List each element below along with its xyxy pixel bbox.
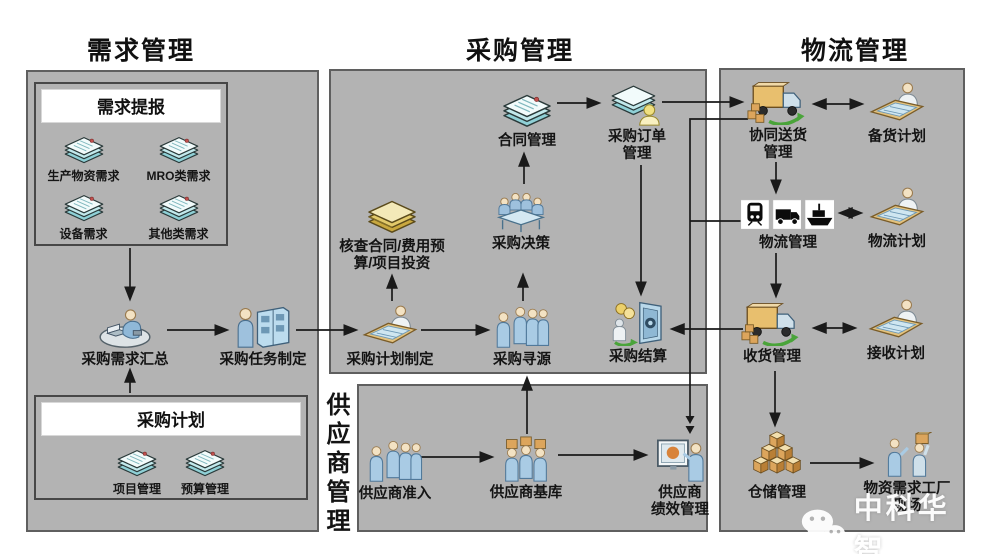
doc-stack-icon <box>59 186 109 224</box>
doc-stack-icon <box>112 441 162 479</box>
settlement-door-icon <box>606 300 670 346</box>
node-label: 仓储管理 <box>748 485 806 501</box>
node-contract: 合同管理 <box>467 84 587 150</box>
node-label: 备货计划 <box>868 129 926 145</box>
node-warehouse: 仓储管理 <box>717 430 837 502</box>
plan-table-icon <box>865 185 929 231</box>
node-demand-task: 采购任务制定 <box>203 303 323 369</box>
node-label: 采购任务制定 <box>219 352 307 368</box>
demand-item-label: MRO类需求 <box>146 169 211 183</box>
plan-item-budget: 预算管理 <box>180 441 230 497</box>
demand-plan-box: 采购计划 项目管理 预算管理 <box>34 395 308 500</box>
demand-submit-box-title: 需求提报 <box>41 89 221 123</box>
node-settlement: 采购结算 <box>578 300 698 366</box>
handover-icon <box>875 432 939 478</box>
node-label: 采购决策 <box>492 236 550 252</box>
node-supplier-entry: 供应商准入 <box>335 437 455 503</box>
node-label: 合同管理 <box>498 133 556 149</box>
demand-item-label: 其他类需求 <box>148 227 209 241</box>
node-label: 供应商基库 <box>489 485 563 501</box>
node-label: 供应商 绩效管理 <box>651 485 709 518</box>
ledger-books-icon <box>360 190 424 236</box>
watermark: 中科华智 <box>800 485 981 554</box>
plan-table-icon <box>358 303 422 349</box>
workstation-icon <box>93 303 157 349</box>
section-header-procurement: 采购管理 <box>465 37 574 65</box>
demand-item-label: 设备需求 <box>59 227 108 241</box>
node-label: 接收计划 <box>867 346 925 362</box>
node-supplier-performance: 供应商 绩效管理 <box>620 436 740 518</box>
order-docs-icon <box>605 80 669 126</box>
people-group-icon <box>490 303 554 349</box>
doc-stack-icon <box>180 441 230 479</box>
doc-stack-icon <box>154 128 204 166</box>
node-label: 采购结算 <box>609 349 667 365</box>
meeting-icon <box>489 187 553 233</box>
node-delivery: 协同送货 管理 <box>718 79 838 161</box>
transport-modes-icon <box>740 198 836 232</box>
demand-item-label: 生产物资需求 <box>47 169 120 183</box>
node-label: 协同送货 管理 <box>749 128 807 161</box>
doc-stack-icon <box>59 128 109 166</box>
node-label: 物流管理 <box>759 235 817 251</box>
node-receipt: 收货管理 <box>712 300 832 366</box>
demand-item-mro: MRO类需求 <box>131 128 226 184</box>
node-label: 采购订单 管理 <box>608 129 666 162</box>
node-decision: 采购决策 <box>461 187 581 253</box>
node-order: 采购订单 管理 <box>577 80 697 162</box>
demand-submit-box: 需求提报 生产物资需求 MRO类需求 设备需求 其他类需求 <box>34 82 228 246</box>
warehouse-boxes-icon <box>745 430 809 482</box>
watermark-text: 中科华智 <box>853 493 950 554</box>
node-label: 收货管理 <box>743 349 801 365</box>
node-stock-plan: 备货计划 <box>837 80 957 146</box>
wechat-icon <box>800 507 848 547</box>
cabinet-icon <box>231 303 295 349</box>
demand-item-production: 生产物资需求 <box>36 128 131 184</box>
supplier-side-label: 供应商管理 <box>322 392 349 537</box>
node-plan-making: 采购计划制定 <box>330 303 450 369</box>
performance-screen-icon <box>648 436 712 482</box>
plan-item-label: 预算管理 <box>180 482 229 496</box>
node-label: 物资需求工厂 现场 <box>863 481 951 514</box>
node-demand-summary: 采购需求汇总 <box>65 303 185 369</box>
people-group-icon <box>363 437 427 483</box>
plan-table-icon <box>865 80 929 126</box>
doc-stack-icon <box>154 186 204 224</box>
node-factory: 物资需求工厂 现场 <box>847 432 967 514</box>
section-header-demand: 需求管理 <box>86 37 195 65</box>
demand-item-other: 其他类需求 <box>131 186 226 242</box>
plan-item-project: 项目管理 <box>112 441 162 497</box>
plan-item-label: 项目管理 <box>112 482 161 496</box>
node-receive-plan: 接收计划 <box>836 297 956 363</box>
node-label: 物流计划 <box>868 234 926 250</box>
node-label: 采购寻源 <box>493 352 551 368</box>
demand-item-equipment: 设备需求 <box>36 186 131 242</box>
plan-table-icon <box>864 297 928 343</box>
node-label: 供应商准入 <box>358 486 432 502</box>
demand-plan-box-title: 采购计划 <box>41 402 301 436</box>
section-header-logistics: 物流管理 <box>800 37 909 65</box>
node-check: 核查合同/费用预 算/项目投资 <box>327 190 457 272</box>
delivery-truck-icon <box>746 79 810 125</box>
node-supplier-base: 供应商基库 <box>466 436 586 502</box>
receiving-truck-icon <box>740 300 804 346</box>
node-transport-plan: 物流计划 <box>837 185 957 251</box>
node-transport: 物流管理 <box>728 198 848 252</box>
people-boxes-icon <box>494 436 558 482</box>
node-label: 采购计划制定 <box>346 352 434 368</box>
node-label: 采购需求汇总 <box>81 352 169 368</box>
node-sourcing: 采购寻源 <box>462 303 582 369</box>
doc-stack-icon <box>495 84 559 130</box>
node-label: 核查合同/费用预 算/项目投资 <box>339 239 445 272</box>
